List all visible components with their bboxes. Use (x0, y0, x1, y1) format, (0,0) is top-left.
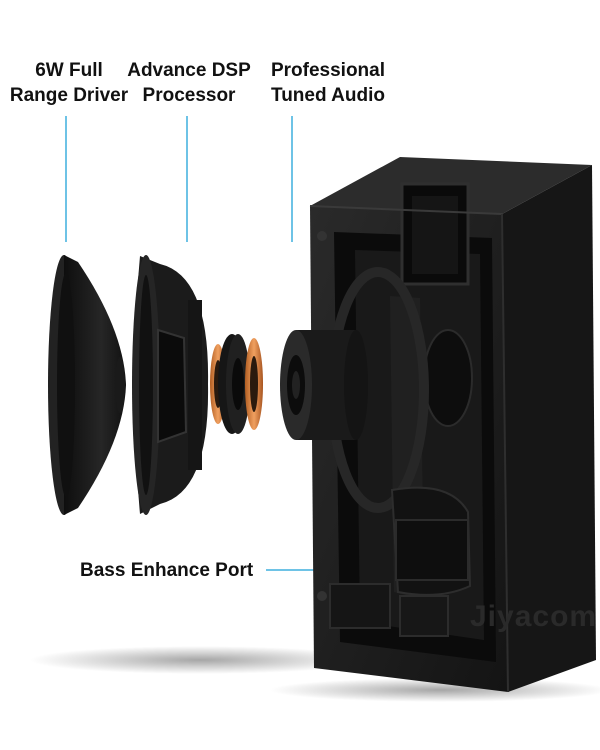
full-range-driver (48, 255, 126, 515)
watermark-text: Jiyacom (470, 600, 597, 634)
magnet-assembly (210, 334, 263, 434)
speaker-basket (132, 255, 208, 515)
magnet-cylinder (280, 330, 368, 440)
